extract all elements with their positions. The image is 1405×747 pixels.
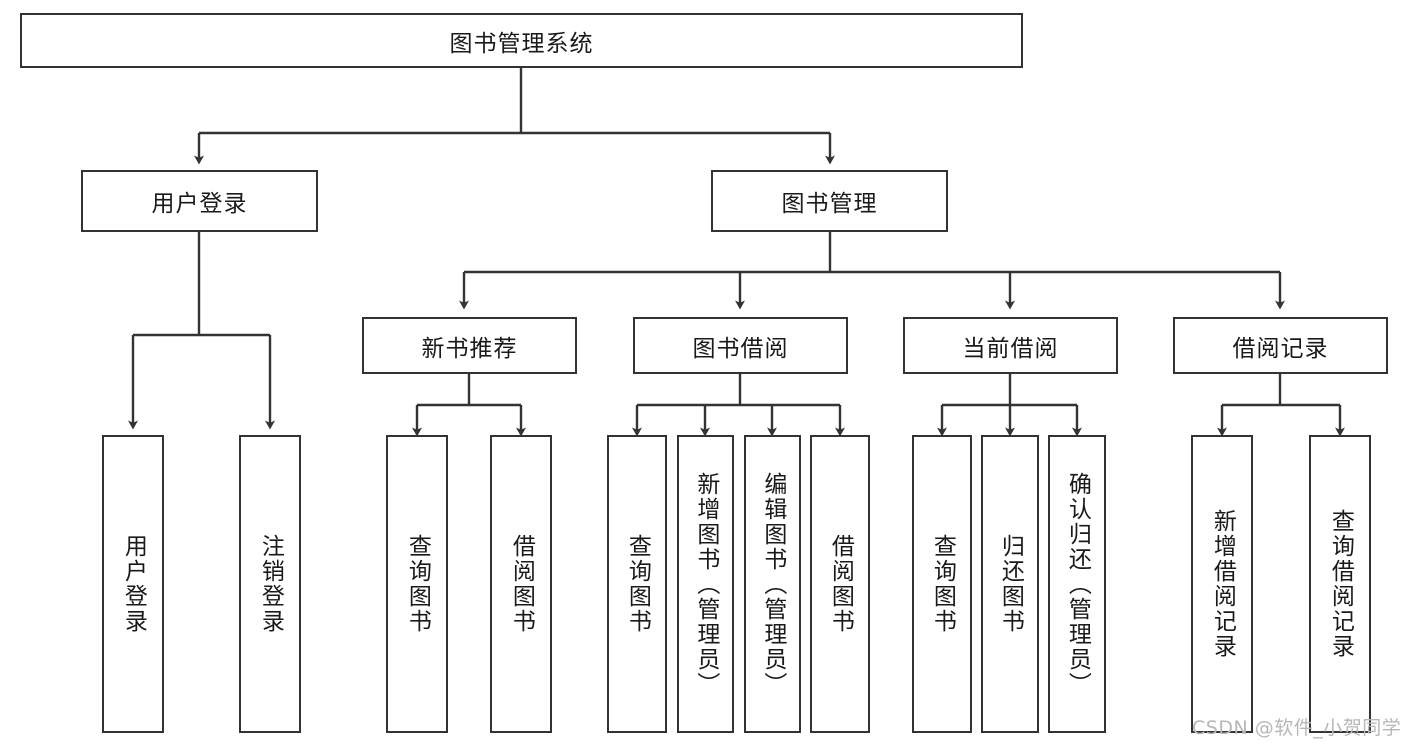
node-label: 归还图书 — [997, 534, 1024, 634]
node-label: 新增图书（管理员） — [692, 471, 719, 697]
node-root-book-management-system[interactable]: 图书管理系统 — [20, 13, 1023, 68]
node-label: 编辑图书（管理员） — [759, 471, 786, 697]
node-leaf-borrow-book-borrow[interactable]: 借阅图书 — [810, 435, 870, 733]
node-label: 注销登录 — [257, 534, 284, 634]
node-leaf-edit-book-admin[interactable]: 编辑图书（管理员） — [744, 435, 801, 733]
node-leaf-query-borrow-record[interactable]: 查询借阅记录 — [1309, 435, 1371, 733]
node-leaf-confirm-return-admin[interactable]: 确认归还（管理员） — [1048, 435, 1106, 733]
node-leaf-borrow-book-recommend[interactable]: 借阅图书 — [490, 435, 552, 733]
node-leaf-return-book[interactable]: 归还图书 — [981, 435, 1039, 733]
node-leaf-add-borrow-record[interactable]: 新增借阅记录 — [1191, 435, 1253, 733]
node-label: 查询借阅记录 — [1327, 509, 1354, 659]
node-borrow-record[interactable]: 借阅记录 — [1173, 317, 1388, 374]
csdn-watermark: CSDN @软件_小贺同学 — [1192, 717, 1402, 739]
node-leaf-add-book-admin[interactable]: 新增图书（管理员） — [677, 435, 734, 733]
node-label: 用户登录 — [120, 534, 147, 634]
node-label: 借阅图书 — [508, 534, 535, 634]
node-book-management[interactable]: 图书管理 — [711, 170, 948, 232]
node-label: 当前借阅 — [962, 335, 1059, 362]
node-new-book-recommend[interactable]: 新书推荐 — [362, 317, 577, 374]
node-current-borrow[interactable]: 当前借阅 — [903, 317, 1118, 374]
node-label: 查询图书 — [624, 534, 651, 634]
node-leaf-query-book-current[interactable]: 查询图书 — [912, 435, 972, 733]
node-label: 图书借阅 — [692, 335, 789, 362]
node-label: 图书管理 — [781, 191, 878, 217]
node-label: 图书管理系统 — [449, 30, 594, 57]
node-leaf-user-login[interactable]: 用户登录 — [102, 435, 164, 733]
node-label: 新增借阅记录 — [1209, 509, 1236, 659]
node-label: 借阅记录 — [1232, 335, 1329, 362]
node-user-login[interactable]: 用户登录 — [81, 170, 318, 232]
node-label: 查询图书 — [929, 534, 956, 634]
node-label: 新书推荐 — [421, 335, 518, 362]
node-leaf-query-book-recommend[interactable]: 查询图书 — [386, 435, 448, 733]
node-label: 用户登录 — [151, 191, 248, 217]
node-label: 查询图书 — [404, 534, 431, 634]
node-leaf-query-book-borrow[interactable]: 查询图书 — [607, 435, 667, 733]
node-label: 确认归还（管理员） — [1064, 471, 1091, 697]
node-book-borrow[interactable]: 图书借阅 — [633, 317, 848, 374]
node-leaf-user-logout[interactable]: 注销登录 — [239, 435, 301, 733]
node-label: 借阅图书 — [827, 534, 854, 634]
